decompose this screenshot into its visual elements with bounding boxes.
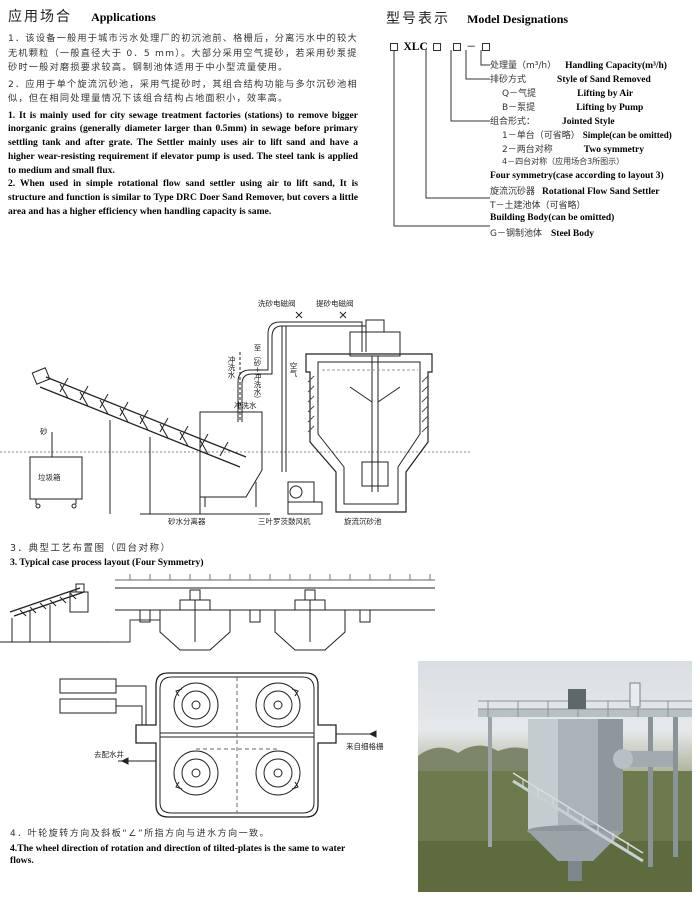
label-air: 空气	[289, 362, 298, 377]
model-line-9: 旋流沉砂器 Rotational Flow Sand Settler	[490, 187, 660, 197]
model-line-10: T－土建池体（可省略）	[490, 201, 586, 211]
model-code-row: XLC －	[388, 38, 492, 53]
model-header: 型号表示 Model Designations	[386, 8, 696, 30]
caption-4: 4．叶轮旋转方向及斜板“∠”所指方向与进水方向一致。 4.The wheel d…	[10, 826, 360, 867]
plan-view-diagram: 去配水井 来自细格栅	[56, 665, 396, 830]
label-outlet: 去配水井	[94, 750, 124, 759]
layout-elevation-diagram	[0, 570, 440, 660]
applications-p1-zh: 1．该设备一般用于城市污水处理厂的初沉池前、格栅后，分离污水中的较大无机颗粒（一…	[8, 33, 358, 73]
applications-title-zh: 应用场合	[8, 9, 72, 25]
model-line-3: B－泵提 Lifting by Pump	[502, 103, 644, 113]
process-section-diagram: 洗砂电磁阀 提砂电磁阀 冲洗水 至（砂+冲洗水） 空气 冲洗水 砂 垃圾箱 砂水…	[0, 292, 470, 532]
applications-title-en: Applications	[91, 10, 156, 24]
label-wash-valve: 洗砂电磁阀	[258, 299, 296, 308]
applications-p2-en: 2. When used in simple rotational flow s…	[8, 178, 358, 218]
model-title-zh: 型号表示	[386, 11, 450, 27]
model-line-11: Building Body(can be omitted)	[490, 213, 615, 223]
photo-illustration	[418, 682, 692, 892]
label-air-lift: 至（砂+冲洗水）	[253, 344, 262, 403]
model-line-4: 组合形式： Jointed Style	[490, 117, 615, 127]
model-line-2: Q－气提 Lifting by Air	[502, 89, 634, 99]
label-settler: 旋流沉砂池	[344, 517, 382, 526]
layout-elevation-svg	[0, 574, 435, 651]
caption-4-zh: 4．叶轮旋转方向及斜板“∠”所指方向与进水方向一致。	[10, 829, 271, 839]
model-title-en: Model Designations	[467, 12, 569, 26]
model-line-0: 处理量（m³/h） Handling Capacity(m³/h)	[490, 61, 667, 71]
applications-p2-zh: 2．应用于单个旋流沉砂池，采用气提砂时，其组合结构功能与多尔沉砂池相似，但在相同…	[8, 78, 358, 105]
label-lift-valve: 提砂电磁阀	[316, 299, 354, 308]
model-line-5: 1－单台（可省略） Simple(can be omitted)	[502, 130, 672, 141]
code-box-3	[452, 43, 461, 51]
label-garbage-bin: 垃圾箱	[38, 473, 61, 482]
model-line-8: Four symmetry(case according to layout 3…	[490, 171, 664, 181]
caption-3-zh: 3．典型工艺布置图（四台对称）	[10, 543, 172, 554]
label-inlet: 来自细格栅	[346, 742, 384, 751]
caption-3-en: 3. Typical case process layout (Four Sym…	[10, 557, 204, 568]
caption-3: 3．典型工艺布置图（四台对称） 3. Typical case process …	[10, 540, 204, 568]
model-code: XLC	[403, 41, 428, 53]
applications-section: 应用场合 Applications 1．该设备一般用于城市污水处理厂的初沉池前、…	[8, 6, 358, 219]
label-blower: 三叶罗茨鼓风机	[258, 517, 311, 526]
installation-photo	[418, 661, 692, 892]
caption-4-en: 4.The wheel direction of rotation and di…	[10, 843, 346, 866]
code-box-4	[481, 43, 490, 51]
label-wash-water: 冲洗水	[227, 356, 236, 379]
plan-view-svg	[59, 672, 377, 818]
model-line-12: G－钢制池体 Steel Body	[490, 229, 595, 239]
applications-header: 应用场合 Applications	[8, 6, 358, 28]
process-diagram-svg	[0, 311, 470, 515]
model-section: 型号表示 Model Designations XLC － 处理量（m³/h） …	[386, 8, 696, 258]
code-box-2	[433, 43, 442, 51]
label-sand: 砂	[40, 427, 48, 436]
model-line-1: 排砂方式 Style of Sand Removed	[490, 75, 651, 85]
label-wash-water-2: 冲洗水	[234, 401, 257, 410]
model-line-7: 4－四台对称（应用场合3所图示）	[502, 157, 625, 166]
label-separator: 砂水分离器	[168, 517, 206, 526]
applications-p1-en: 1. It is mainly used for city sewage tre…	[8, 109, 358, 176]
model-line-6: 2－两台对称 Two symmetry	[502, 145, 645, 155]
model-bracket-lines	[393, 50, 490, 227]
